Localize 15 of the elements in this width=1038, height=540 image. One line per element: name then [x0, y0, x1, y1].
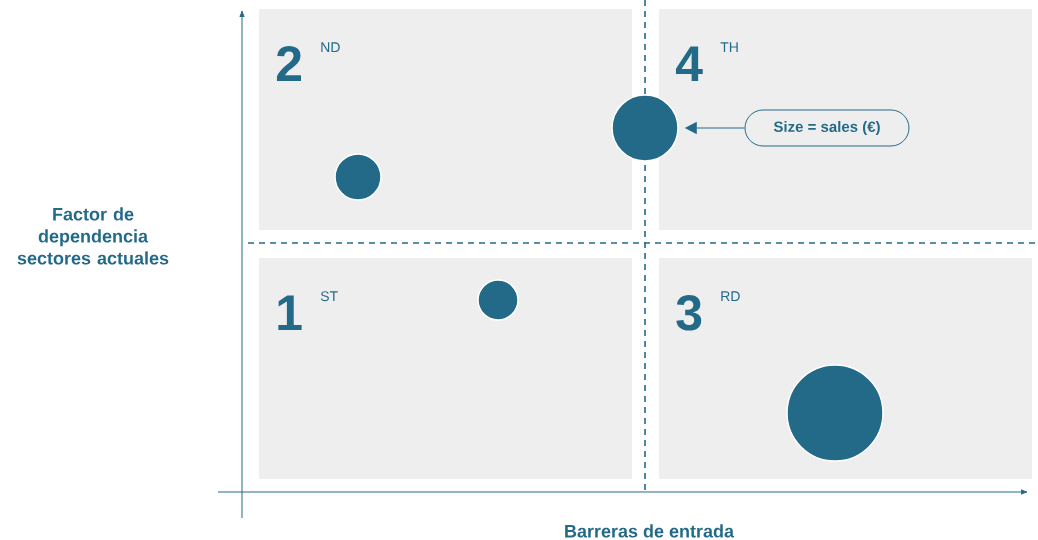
ordinal-suffix: RD — [721, 291, 740, 301]
axis-title: Barreras de entrada — [565, 524, 735, 538]
legend-pill: Size = sales (€) — [744, 109, 910, 147]
axis-title: Factor de dependencia sectores actuales — [17, 207, 169, 265]
ordinal-suffix: ST — [320, 291, 338, 302]
bubble — [611, 94, 679, 162]
quadrant-number: 1 — [278, 295, 302, 330]
ordinal-suffix: TH — [720, 42, 738, 52]
quadrant-number: 2 — [276, 46, 301, 81]
bubble — [786, 364, 884, 462]
quadrant-number: 4 — [675, 46, 703, 81]
ordinal-suffix: ND — [321, 42, 340, 52]
bubble — [334, 153, 382, 201]
quadrant-number: 3 — [676, 295, 702, 331]
bubble — [477, 279, 519, 321]
